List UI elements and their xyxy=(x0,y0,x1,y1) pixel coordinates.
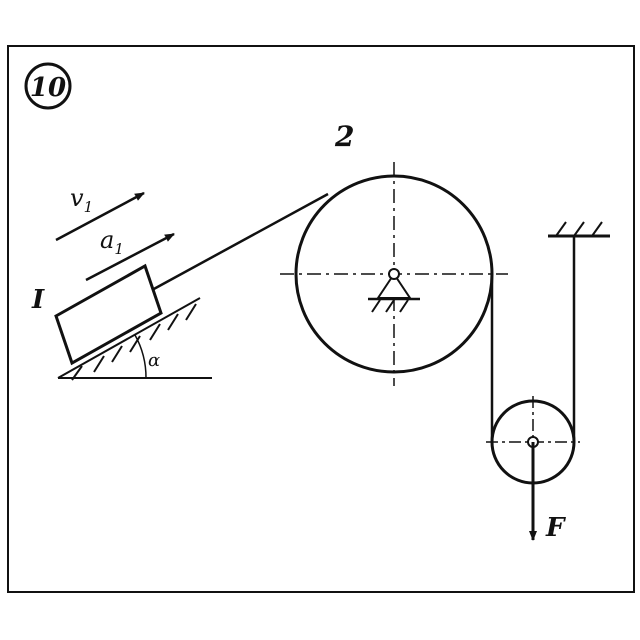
wheel-2-label: 2 xyxy=(334,120,354,153)
wheel-2-pivot-support xyxy=(368,268,420,313)
force-label: F xyxy=(545,513,566,543)
block-1-label: I xyxy=(31,285,45,315)
acceleration-arrow xyxy=(85,232,175,282)
rope-incline xyxy=(151,192,329,292)
problem-number-badge: 10 xyxy=(24,62,72,110)
block-1 xyxy=(54,263,163,366)
incline-ground xyxy=(57,297,212,381)
problem-number: 10 xyxy=(30,73,66,103)
angle-label: α xyxy=(148,350,160,371)
acceleration-label: a1 xyxy=(100,226,124,258)
velocity-label: v1 xyxy=(70,184,93,216)
ceiling-support xyxy=(548,221,610,238)
velocity-arrow xyxy=(55,191,145,242)
figure-frame xyxy=(7,45,635,593)
